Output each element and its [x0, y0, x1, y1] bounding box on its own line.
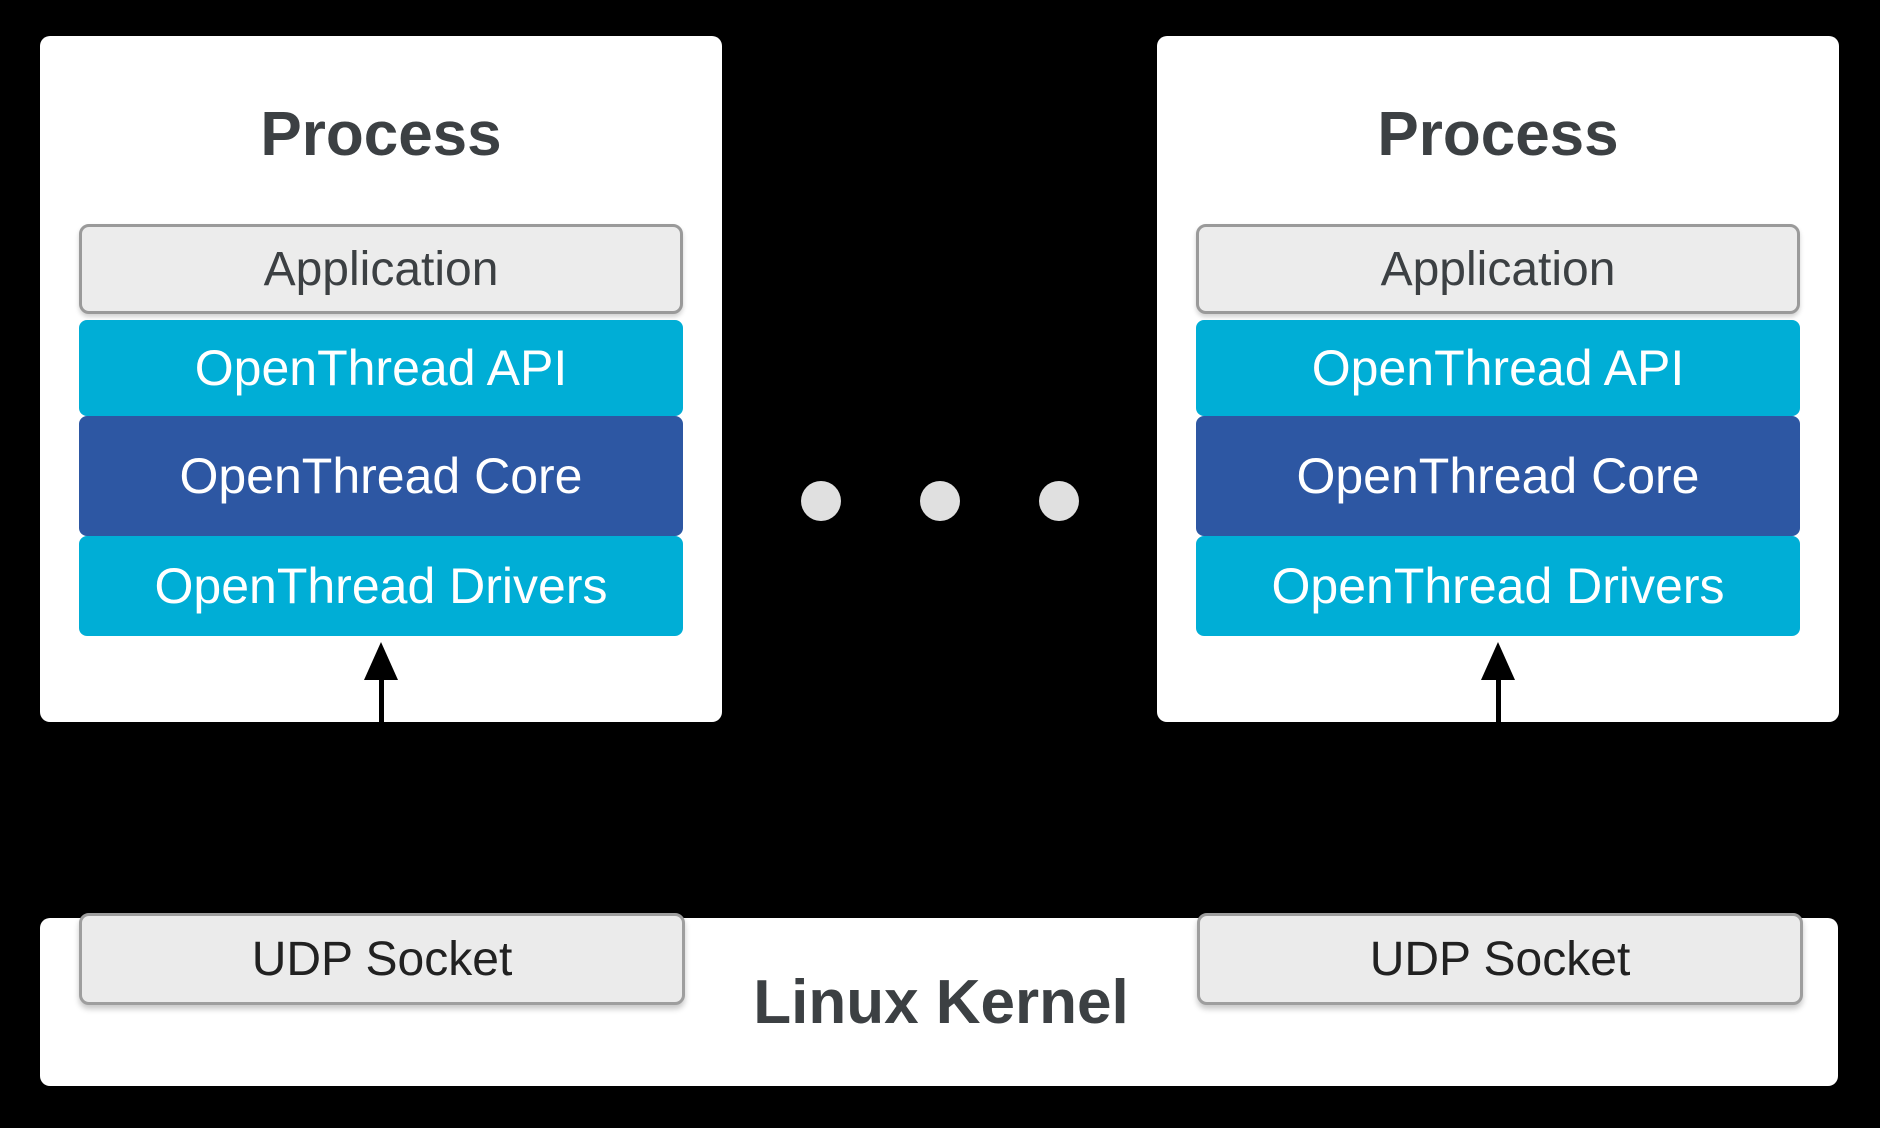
process-card-left: Process Application OpenThread API OpenT…: [40, 36, 722, 722]
layer-application: Application: [1196, 224, 1800, 314]
process-title: Process: [260, 100, 502, 169]
ellipsis-dots: [801, 481, 1079, 521]
up-arrow-icon: [364, 642, 398, 722]
ellipsis-dot: [920, 481, 960, 521]
layer-stack: Application OpenThread API OpenThread Co…: [79, 224, 683, 636]
linux-kernel-title: Linux Kernel: [753, 967, 1129, 1037]
layer-openthread-api: OpenThread API: [1196, 320, 1800, 416]
process-title: Process: [1377, 100, 1619, 169]
arrow-head: [1481, 642, 1515, 680]
arrow-head: [364, 642, 398, 680]
arrow-stem: [378, 680, 384, 722]
layer-openthread-api: OpenThread API: [79, 320, 683, 416]
ellipsis-dot: [1039, 481, 1079, 521]
udp-socket-left: UDP Socket: [79, 913, 685, 1005]
layer-openthread-drivers: OpenThread Drivers: [79, 536, 683, 636]
udp-socket-right: UDP Socket: [1197, 913, 1803, 1005]
layer-openthread-core: OpenThread Core: [79, 416, 683, 536]
layer-application: Application: [79, 224, 683, 314]
linux-kernel-bar: UDP Socket Linux Kernel UDP Socket: [40, 913, 1838, 1086]
ellipsis-dot: [801, 481, 841, 521]
process-card-right: Process Application OpenThread API OpenT…: [1157, 36, 1839, 722]
layer-openthread-core: OpenThread Core: [1196, 416, 1800, 536]
up-arrow-icon: [1481, 642, 1515, 722]
arrow-stem: [1495, 680, 1501, 722]
layer-stack: Application OpenThread API OpenThread Co…: [1196, 224, 1800, 636]
layer-openthread-drivers: OpenThread Drivers: [1196, 536, 1800, 636]
